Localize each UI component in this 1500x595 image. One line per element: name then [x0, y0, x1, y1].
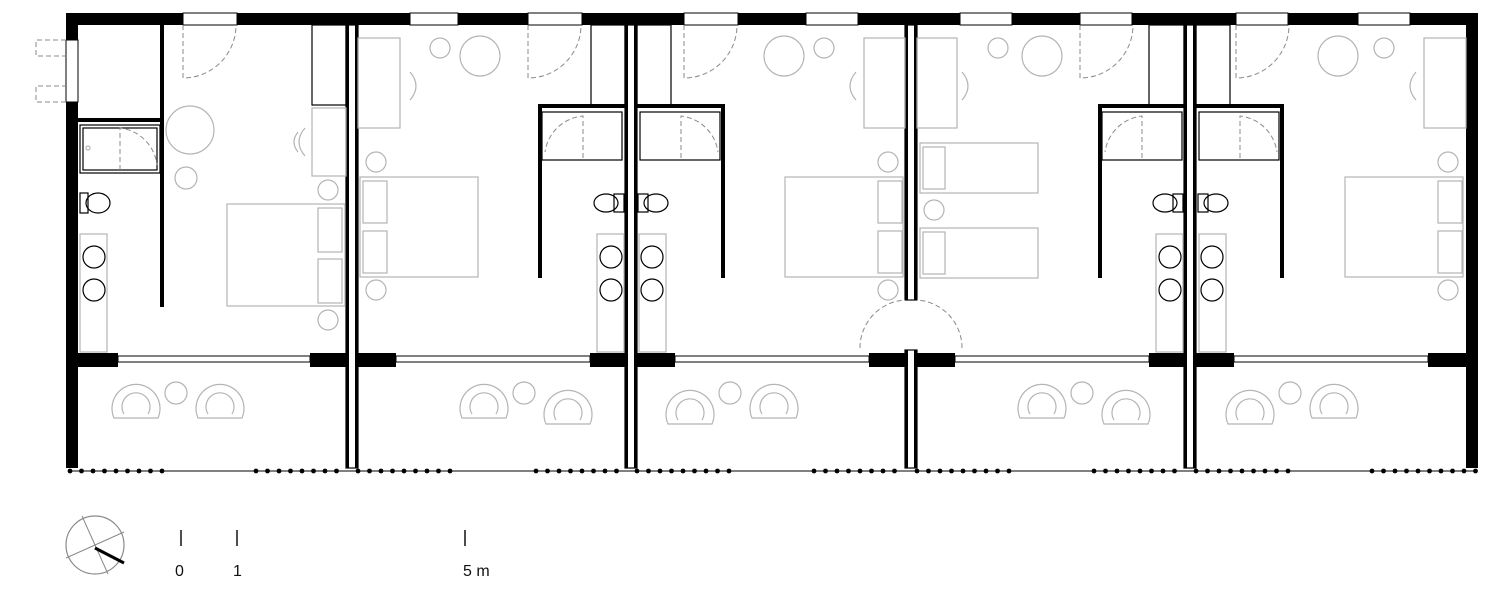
- west-entry: [35, 39, 79, 103]
- room-1: [78, 24, 347, 353]
- scale-label-5m: 5 m: [463, 563, 490, 580]
- room-5: [1195, 24, 1467, 353]
- scale-label-1: 1: [233, 563, 242, 580]
- scale-bar: 0 1 5 m: [175, 530, 490, 580]
- east-wall: [1466, 13, 1478, 468]
- terrace-furniture: [111, 381, 1359, 425]
- party-walls: [345, 24, 1197, 469]
- exterior-walls: [66, 13, 1478, 468]
- room-4: [859, 24, 1185, 353]
- south-facade: [78, 353, 1466, 367]
- scale-label-0: 0: [175, 563, 184, 580]
- room-2: [357, 24, 626, 353]
- west-wall: [66, 13, 78, 468]
- room-3: [636, 24, 906, 353]
- north-arrow-icon: [65, 515, 125, 575]
- north-windows: [182, 12, 1411, 26]
